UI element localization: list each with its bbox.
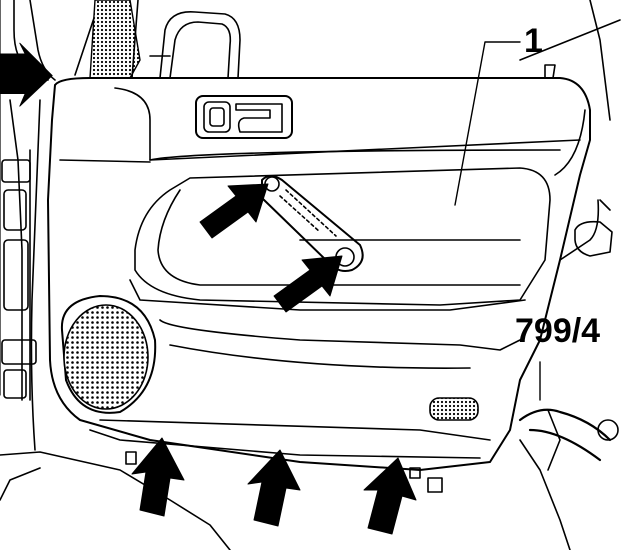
door-cable-harness [518,199,619,550]
arrow-handle-upper [199,183,269,239]
arrow-handle-lower [273,255,343,313]
door-trim-panel [47,77,600,471]
arrow-bottom-center [247,449,301,527]
speaker-grille [60,295,157,414]
trim-clips [125,451,443,493]
window-mirror-area [74,0,621,121]
tool-number-label: 799/4 [515,312,600,350]
car-body-frame [0,0,231,550]
arrow-bottom-right [363,457,417,535]
part-1-leader-line [454,41,521,206]
arrow-top-left-body [0,42,53,107]
arrow-bottom-left [131,437,185,517]
armrest-pull-handle [261,175,364,272]
door-handle-bezel [195,95,293,139]
door-vent-grille [429,397,479,421]
part-number-label: 1 [524,22,543,60]
